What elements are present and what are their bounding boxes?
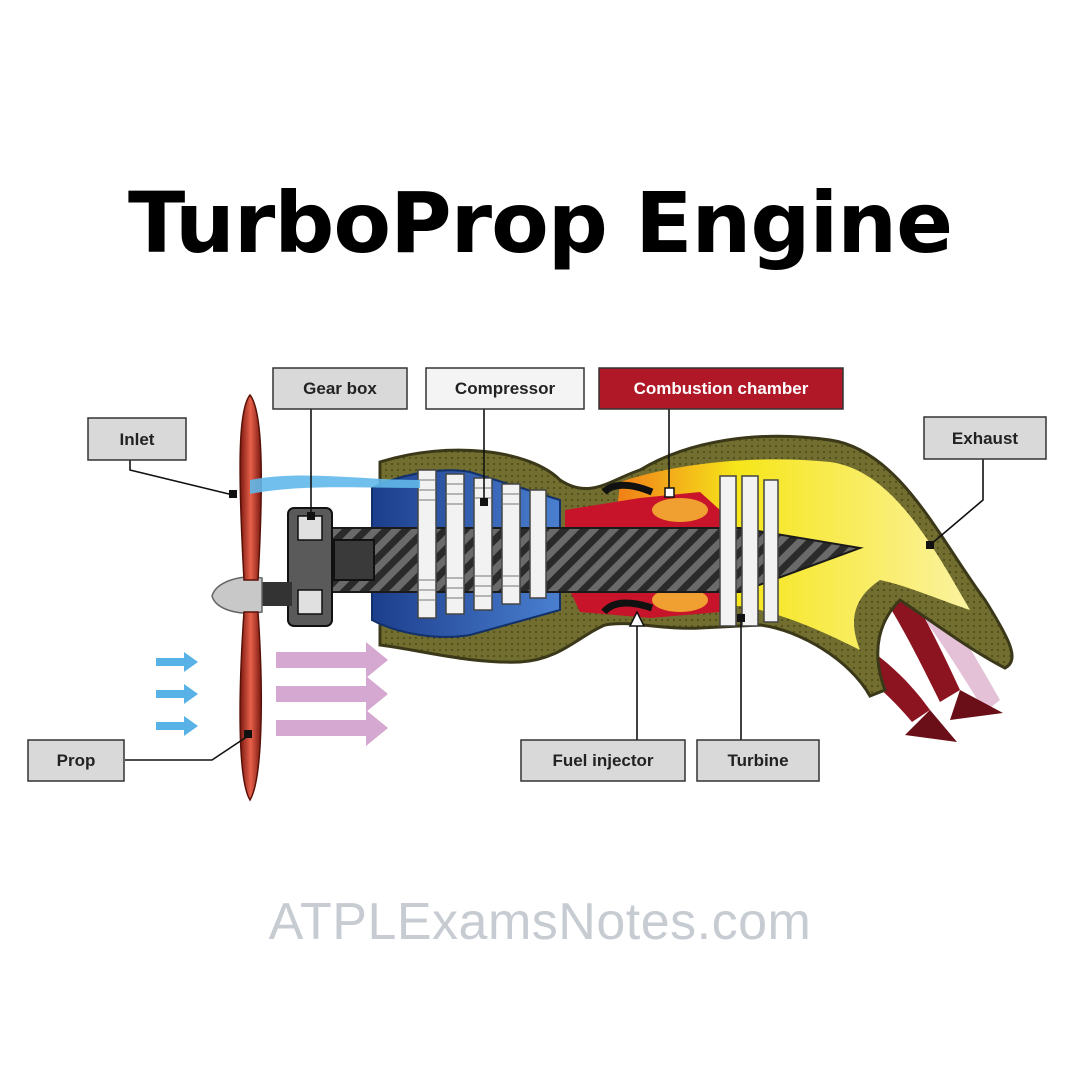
svg-text:Combustion chamber: Combustion chamber: [634, 379, 809, 398]
combustion-marker: [665, 488, 674, 497]
svg-text:Fuel injector: Fuel injector: [552, 751, 653, 770]
label-exhaust: Exhaust: [924, 417, 1046, 459]
gearbox: [288, 508, 374, 626]
svg-text:Turbine: Turbine: [727, 751, 788, 770]
flame-top: [652, 498, 708, 522]
svg-text:Prop: Prop: [57, 751, 96, 770]
label-turbine: Turbine: [697, 740, 819, 781]
turbine-blades: [720, 476, 778, 626]
label-gear-box: Gear box: [273, 368, 407, 409]
propeller-blade-bottom: [240, 612, 261, 800]
label-inlet: Inlet: [88, 418, 186, 460]
spinner: [212, 577, 262, 613]
svg-text:Exhaust: Exhaust: [952, 429, 1018, 448]
label-compressor: Compressor: [426, 368, 584, 409]
footer-watermark: ATPLExamsNotes.com: [0, 892, 1080, 952]
label-prop: Prop: [28, 740, 124, 781]
svg-text:Gear box: Gear box: [303, 379, 377, 398]
svg-text:Inlet: Inlet: [120, 430, 155, 449]
propulsion-air-arrows: [276, 642, 388, 746]
label-fuel-injector: Fuel injector: [521, 740, 685, 781]
svg-text:Compressor: Compressor: [455, 379, 556, 398]
label-combustion-chamber: Combustion chamber: [599, 368, 843, 409]
blue-air-arrows: [156, 652, 198, 736]
